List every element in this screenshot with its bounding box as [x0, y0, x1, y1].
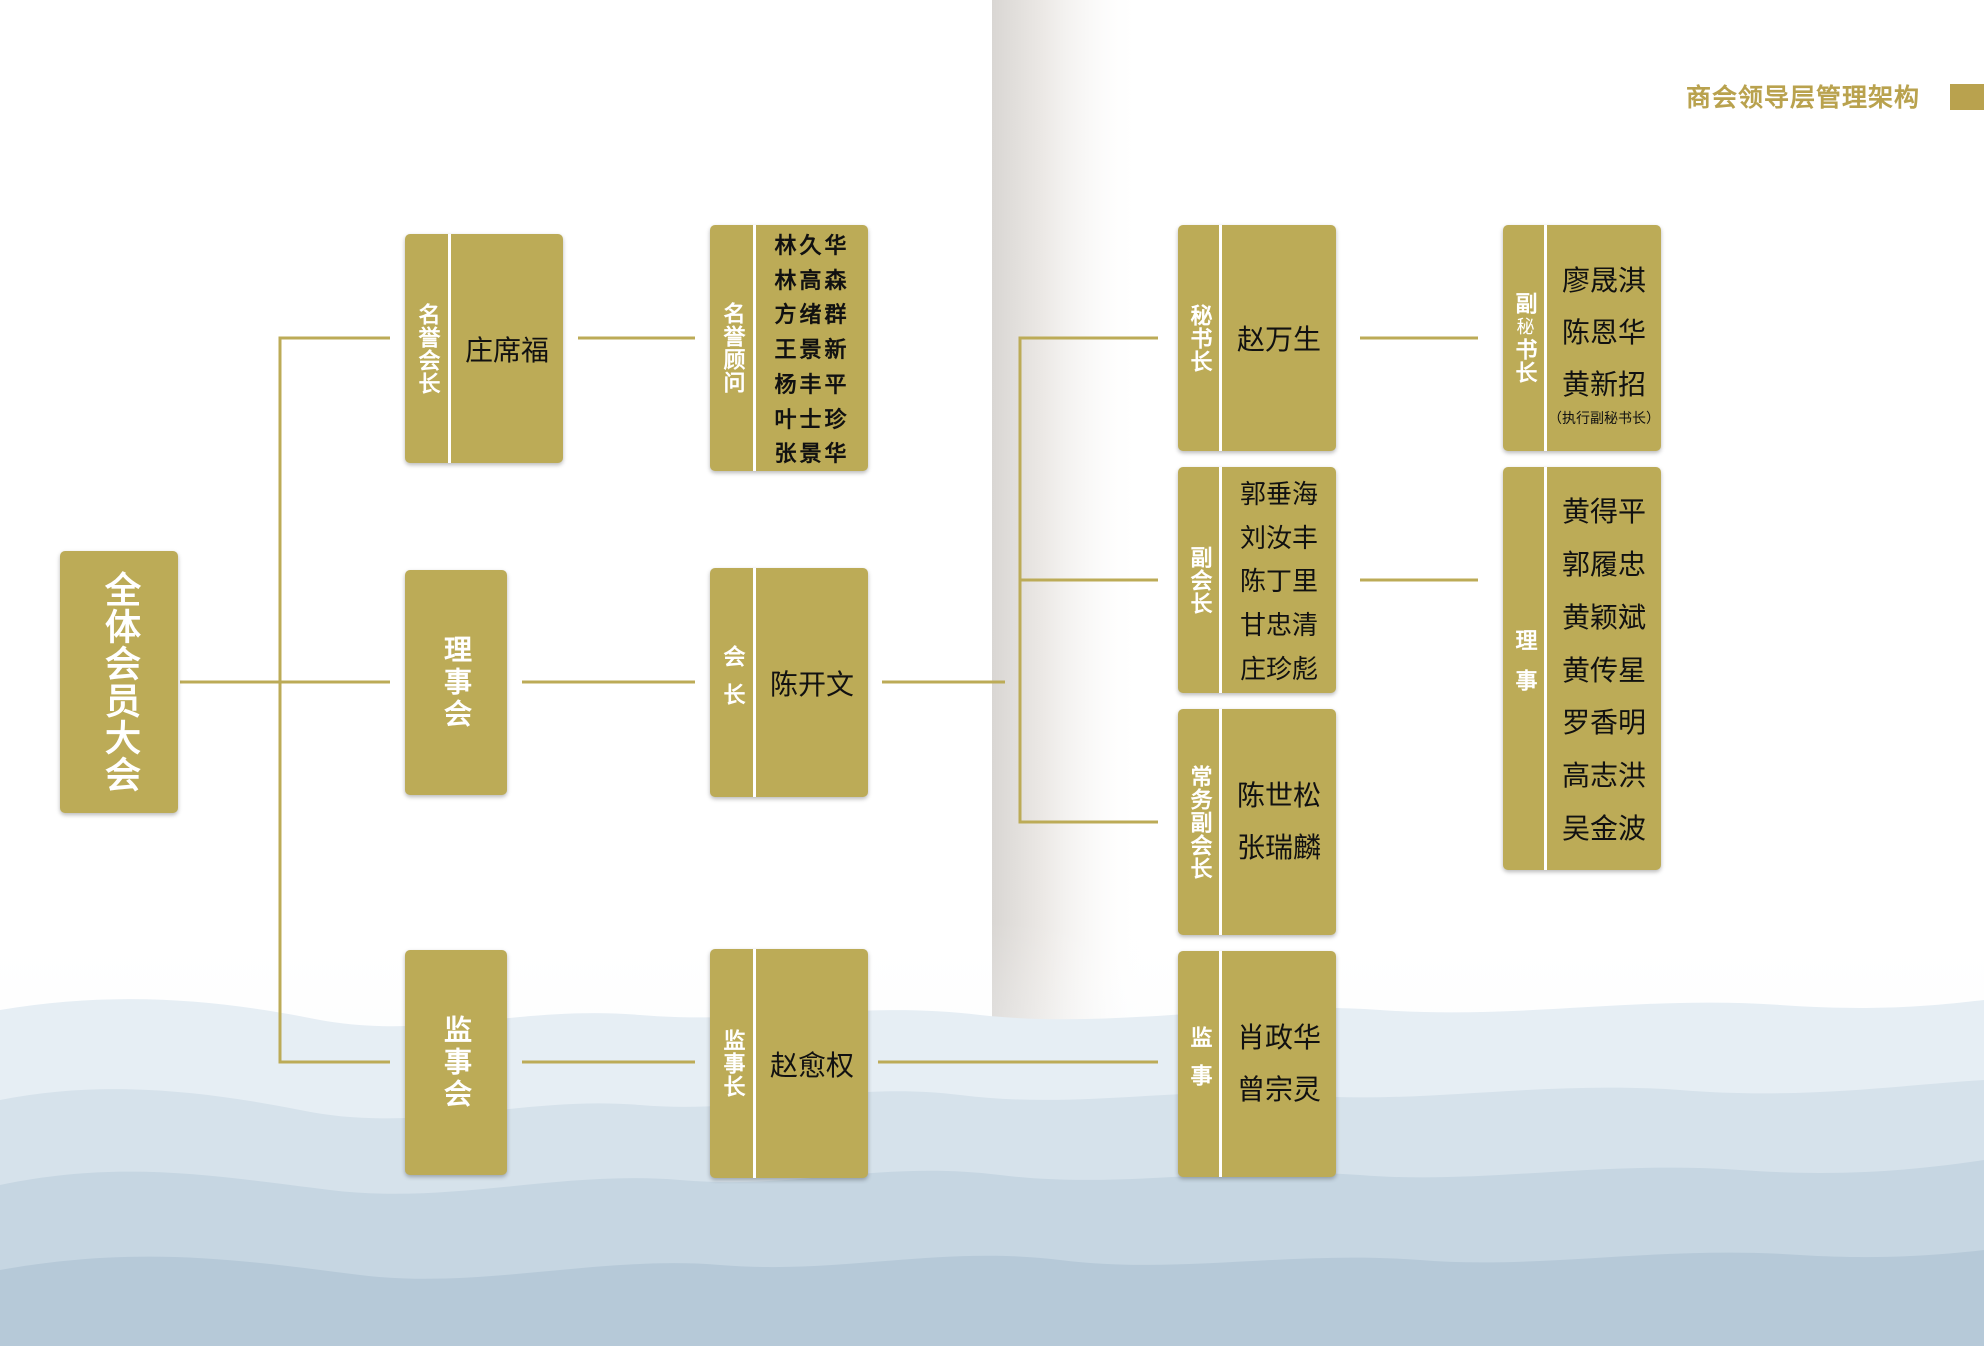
president-label: 会长: [719, 644, 745, 721]
executive-vice-presidents-label-cell: 常务副会长: [1178, 709, 1222, 935]
list-item: 林高森: [774, 268, 850, 294]
list-item: 黄颖斌: [1561, 600, 1646, 634]
honorary-president-content: 庄席福: [451, 234, 563, 463]
honorary-president-label: 名誉会长: [414, 302, 440, 395]
list-item: 方绪群: [774, 303, 850, 329]
deputy-secretaries-label-line2: 秘: [1513, 317, 1535, 336]
deputy-secretaries-box: 副 秘 书长 廖晟淇 陈恩华 黄新招 （执行副秘书长）: [1503, 225, 1661, 451]
deputy-secretaries-label-line1: 副: [1511, 292, 1537, 315]
supervisors-label-cell: 监事: [1178, 951, 1222, 1177]
page-title: 商会领导层管理架构: [1685, 83, 1920, 112]
list-item: 陈世松: [1236, 779, 1321, 812]
vice-presidents-list: 郭垂海 刘汝丰 陈丁里 甘忠清 庄珍彪: [1222, 467, 1336, 693]
council-label: 理事会: [440, 634, 473, 731]
chief-supervisor-label: 监事长: [719, 1029, 745, 1098]
list-item: 陈恩华: [1561, 316, 1646, 349]
secretary-general-content: 赵万生: [1222, 225, 1336, 451]
list-item: 叶士珍: [774, 407, 850, 433]
council-box: 理事会: [405, 570, 507, 795]
executive-vice-presidents-list: 陈世松 张瑞麟: [1222, 709, 1336, 935]
supervisors-box: 监事 肖政华 曾宗灵: [1178, 951, 1336, 1177]
supervisors-list: 肖政华 曾宗灵: [1222, 951, 1336, 1177]
list-item: 曾宗灵: [1236, 1073, 1321, 1106]
honorary-president-name: 庄席福: [464, 333, 549, 367]
executive-vice-presidents-box: 常务副会长 陈世松 张瑞麟: [1178, 709, 1336, 935]
president-name: 陈开文: [769, 667, 854, 701]
secretary-general-box: 秘书长 赵万生: [1178, 225, 1336, 451]
vice-presidents-label-cell: 副会长: [1178, 467, 1222, 693]
list-item: 黄传星: [1561, 653, 1646, 687]
list-item: 高志洪: [1561, 759, 1646, 793]
honorary-advisors-list: 林久华 林高森 方绪群 王景新 杨丰平 叶士珍 张景华: [756, 225, 868, 471]
list-item: 陈丁里: [1239, 567, 1318, 598]
list-item: 张瑞麟: [1236, 831, 1321, 864]
list-item: 吴金波: [1561, 812, 1646, 846]
deputy-secretaries-label-line3: 书长: [1511, 338, 1537, 384]
chief-supervisor-box: 监事长 赵愈权: [710, 949, 868, 1178]
list-item: 罗香明: [1561, 706, 1646, 740]
supervisors-label: 监事: [1186, 1026, 1212, 1102]
title-accent-bar: [1950, 84, 1984, 110]
list-item: 刘汝丰: [1239, 523, 1318, 554]
directors-box: 理事 黄得平 郭履忠 黄颖斌 黄传星 罗香明 高志洪 吴金波: [1503, 467, 1661, 870]
president-label-cell: 会长: [710, 568, 756, 797]
list-item: 王景新: [774, 338, 850, 363]
list-item: 林久华: [774, 233, 850, 259]
chief-supervisor-content: 赵愈权: [756, 949, 868, 1178]
directors-list: 黄得平 郭履忠 黄颖斌 黄传星 罗香明 高志洪 吴金波: [1547, 467, 1661, 870]
list-item: 廖晟淇: [1561, 264, 1646, 297]
executive-vice-presidents-label: 常务副会长: [1186, 764, 1212, 880]
supervisory-board-label: 监事会: [440, 1014, 473, 1111]
general-assembly-box: 全体会员大会: [60, 551, 178, 813]
secretary-general-label: 秘书长: [1186, 303, 1212, 373]
honorary-president-label-cell: 名誉会长: [405, 234, 451, 463]
directors-label: 理事: [1511, 628, 1537, 709]
honorary-advisors-box: 名誉顾问 林久华 林高森 方绪群 王景新 杨丰平 叶士珍 张景华: [710, 225, 868, 471]
list-item: 庄珍彪: [1239, 655, 1318, 686]
vice-presidents-box: 副会长 郭垂海 刘汝丰 陈丁里 甘忠清 庄珍彪: [1178, 467, 1336, 693]
supervisory-board-box: 监事会: [405, 950, 507, 1175]
honorary-president-box: 名誉会长 庄席福: [405, 234, 563, 463]
secretary-general-name: 赵万生: [1236, 323, 1321, 356]
list-item: 黄新招: [1561, 368, 1646, 401]
vice-presidents-label: 副会长: [1186, 545, 1212, 615]
list-item: 郭垂海: [1239, 479, 1318, 510]
president-content: 陈开文: [756, 568, 868, 797]
directors-label-cell: 理事: [1503, 467, 1547, 870]
chief-supervisor-name: 赵愈权: [769, 1048, 854, 1082]
honorary-advisors-label: 名誉顾问: [719, 302, 745, 394]
list-item: 郭履忠: [1561, 547, 1646, 581]
list-item: 杨丰平: [774, 372, 850, 398]
president-box: 会长 陈开文: [710, 568, 868, 797]
list-item: 甘忠清: [1239, 611, 1318, 642]
chief-supervisor-label-cell: 监事长: [710, 949, 756, 1178]
deputy-secretaries-label-cell: 副 秘 书长: [1503, 225, 1547, 451]
deputy-secretaries-list: 廖晟淇 陈恩华 黄新招 （执行副秘书长）: [1547, 225, 1661, 451]
general-assembly-label: 全体会员大会: [99, 571, 140, 793]
list-item: 张景华: [774, 442, 850, 468]
executive-deputy-note: （执行副秘书长）: [1548, 411, 1660, 427]
list-item: 肖政华: [1236, 1021, 1321, 1054]
honorary-advisors-label-cell: 名誉顾问: [710, 225, 756, 471]
list-item: 黄得平: [1561, 494, 1646, 528]
secretary-general-label-cell: 秘书长: [1178, 225, 1222, 451]
